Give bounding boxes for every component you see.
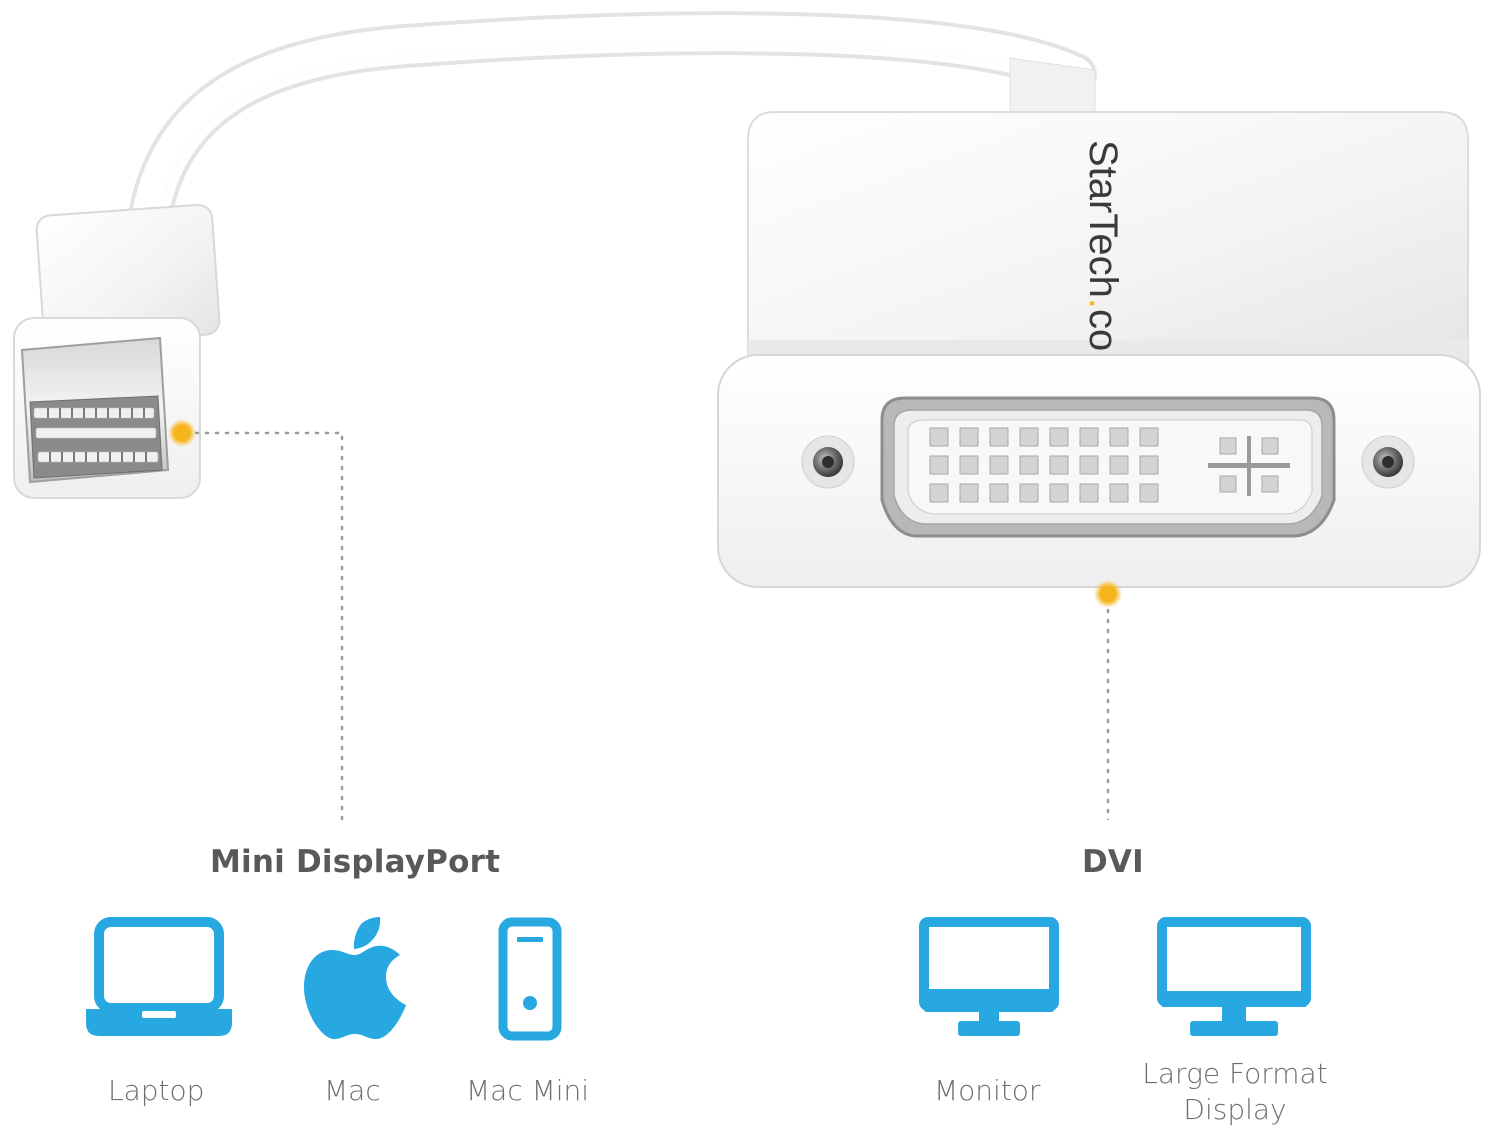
mac-label: Mac: [324, 1074, 381, 1107]
monitor-icon: [919, 917, 1059, 1036]
mini-displayport-heading: Mini DisplayPort: [210, 844, 501, 880]
adapter-product-illustration: StarTech.com: [13, 11, 1481, 820]
apple-logo-icon: [304, 917, 406, 1039]
dvi-adapter-body: StarTech.com: [717, 111, 1481, 588]
large-display-icon: [1157, 917, 1311, 1036]
callout-leader-mdp: [194, 431, 344, 820]
monitor-label: Monitor: [934, 1074, 1041, 1107]
laptop-icon: [86, 917, 232, 1036]
brand-logo: StarTech.com: [1081, 140, 1125, 385]
dvi-heading: DVI: [1082, 844, 1144, 880]
laptop-label: Laptop: [108, 1074, 205, 1107]
large-format-display-label: Large Format Display: [1142, 1057, 1328, 1126]
mac-mini-label: Mac Mini: [466, 1074, 590, 1107]
mini-displayport-plug: [13, 203, 221, 499]
mac-mini-icon: [498, 917, 562, 1041]
